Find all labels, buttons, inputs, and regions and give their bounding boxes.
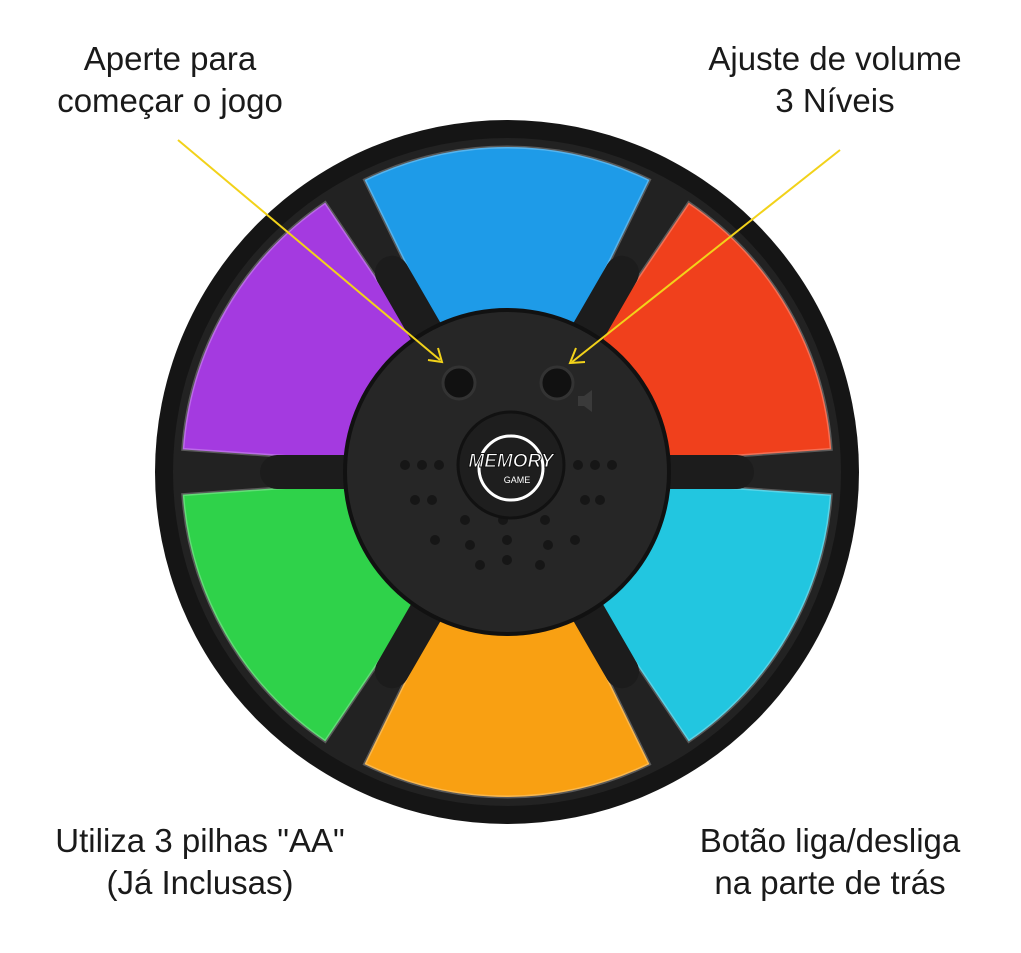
speaker-hole: [580, 495, 590, 505]
logo-subtitle: GAME: [504, 475, 531, 485]
speaker-hole: [434, 460, 444, 470]
volume-caption: Ajuste de volume 3 Níveis: [680, 38, 990, 122]
speaker-icon: [578, 390, 592, 412]
start-arrow: [177, 139, 441, 361]
caption-line: começar o jogo: [57, 82, 283, 119]
speaker-hole: [543, 540, 553, 550]
caption-line: 3 Níveis: [775, 82, 895, 119]
logo-ring: [477, 434, 545, 502]
volume-button[interactable]: [539, 365, 575, 401]
speaker-hole: [540, 515, 550, 525]
speaker-hole: [417, 460, 427, 470]
start-arrow-head: [427, 347, 444, 364]
batteries-caption: Utiliza 3 pilhas "AA" (Já Inclusas): [20, 820, 380, 904]
start-button[interactable]: [441, 365, 477, 401]
caption-line: Utiliza 3 pilhas "AA": [55, 822, 345, 859]
caption-line: Ajuste de volume: [708, 40, 962, 77]
speaker-hole: [430, 535, 440, 545]
speaker-hole: [607, 460, 617, 470]
speaker-holes: [400, 460, 617, 570]
volume-arrow: [571, 149, 841, 363]
caption-line: Botão liga/desliga: [699, 822, 961, 859]
volume-arrow-head: [568, 347, 586, 365]
speaker-hole: [595, 495, 605, 505]
speaker-hole: [573, 460, 583, 470]
speaker-hole: [570, 535, 580, 545]
speaker-hole: [590, 460, 600, 470]
start-button-caption: Aperte para começar o jogo: [20, 38, 320, 122]
speaker-hole: [460, 515, 470, 525]
speaker-hole: [465, 540, 475, 550]
logo-disc: [456, 410, 566, 520]
speaker-hole: [410, 495, 420, 505]
speaker-hole: [502, 535, 512, 545]
caption-line: (Já Inclusas): [106, 864, 294, 901]
speaker-hole: [535, 560, 545, 570]
logo-title: MEMORY: [468, 451, 555, 472]
speaker-hole: [502, 555, 512, 565]
speaker-hole: [427, 495, 437, 505]
caption-line: na parte de trás: [714, 864, 946, 901]
power-caption: Botão liga/desliga na parte de trás: [670, 820, 990, 904]
caption-line: Aperte para: [83, 40, 257, 77]
speaker-hole: [400, 460, 410, 470]
speaker-hole: [475, 560, 485, 570]
